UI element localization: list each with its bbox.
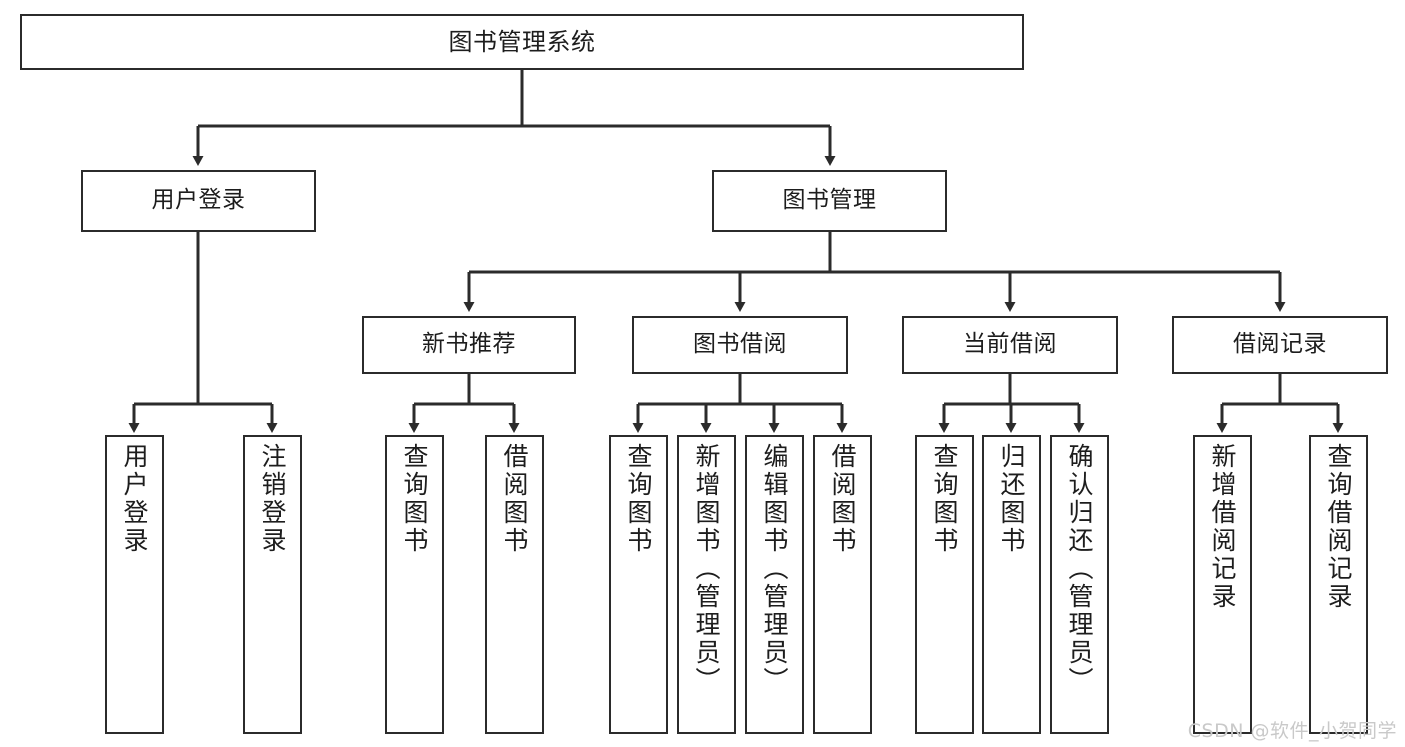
- node-user-login-label: 用户登录: [151, 187, 246, 214]
- node-leaf-return-book[interactable]: 归还图书: [982, 435, 1041, 734]
- node-leaf-borrow-book-2[interactable]: 借阅图书: [813, 435, 872, 734]
- node-current-borrow[interactable]: 当前借阅: [902, 316, 1118, 374]
- node-leaf-borrow-book-1[interactable]: 借阅图书: [485, 435, 544, 734]
- node-leaf-confirm-return[interactable]: 确认归还（管理员）: [1050, 435, 1109, 734]
- node-book-manage-label: 图书管理: [782, 187, 877, 214]
- node-leaf-query-book-1[interactable]: 查询图书: [385, 435, 444, 734]
- node-leaf-edit-book[interactable]: 编辑图书（管理员）: [745, 435, 804, 734]
- node-leaf-query-book-2-label: 查询图书: [624, 443, 653, 555]
- node-book-borrow[interactable]: 图书借阅: [632, 316, 848, 374]
- node-user-login[interactable]: 用户登录: [81, 170, 316, 232]
- node-root[interactable]: 图书管理系统: [20, 14, 1024, 70]
- node-borrow-record[interactable]: 借阅记录: [1172, 316, 1388, 374]
- node-leaf-confirm-return-label: 确认归还（管理员）: [1065, 443, 1094, 695]
- node-new-book-rec-label: 新书推荐: [422, 331, 516, 358]
- node-leaf-query-book-3[interactable]: 查询图书: [915, 435, 974, 734]
- node-leaf-query-book-1-label: 查询图书: [400, 443, 429, 555]
- node-leaf-logout[interactable]: 注销登录: [243, 435, 302, 734]
- node-leaf-query-book-2[interactable]: 查询图书: [609, 435, 668, 734]
- node-leaf-logout-label: 注销登录: [258, 443, 287, 555]
- node-leaf-edit-book-label: 编辑图书（管理员）: [760, 443, 789, 695]
- node-book-manage[interactable]: 图书管理: [712, 170, 947, 232]
- node-book-borrow-label: 图书借阅: [693, 331, 787, 358]
- node-leaf-user-login-label: 用户登录: [120, 443, 149, 555]
- node-leaf-add-book-label: 新增图书（管理员）: [692, 443, 721, 695]
- csdn-watermark: CSDN @软件_小贺同学: [1187, 720, 1397, 742]
- node-root-label: 图书管理系统: [448, 27, 596, 56]
- node-new-book-rec[interactable]: 新书推荐: [362, 316, 576, 374]
- node-current-borrow-label: 当前借阅: [963, 331, 1057, 358]
- node-leaf-borrow-book-1-label: 借阅图书: [500, 443, 529, 555]
- node-leaf-query-record[interactable]: 查询借阅记录: [1309, 435, 1368, 734]
- node-borrow-record-label: 借阅记录: [1233, 331, 1327, 358]
- node-leaf-user-login[interactable]: 用户登录: [105, 435, 164, 734]
- node-leaf-add-record[interactable]: 新增借阅记录: [1193, 435, 1252, 734]
- node-leaf-query-book-3-label: 查询图书: [930, 443, 959, 555]
- node-leaf-return-book-label: 归还图书: [997, 443, 1026, 555]
- node-leaf-add-book[interactable]: 新增图书（管理员）: [677, 435, 736, 734]
- node-leaf-query-record-label: 查询借阅记录: [1324, 443, 1353, 611]
- node-leaf-borrow-book-2-label: 借阅图书: [828, 443, 857, 555]
- node-leaf-add-record-label: 新增借阅记录: [1208, 443, 1237, 611]
